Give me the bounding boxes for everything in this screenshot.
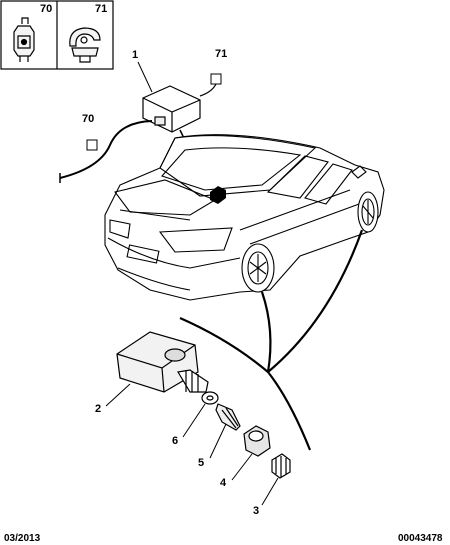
inset-panel: 70 71	[0, 0, 114, 70]
callout-3: 3	[253, 505, 259, 517]
module-location-marker	[210, 186, 226, 204]
ref-box-70	[86, 139, 98, 151]
inset-label-71: 71	[95, 3, 107, 15]
callout-1: 1	[132, 49, 138, 61]
receiver-module	[142, 85, 201, 133]
clip-71-icon	[69, 27, 101, 63]
callout-6: 6	[172, 435, 178, 447]
callout-5: 5	[198, 457, 204, 469]
leader-1	[137, 61, 153, 93]
valve-cap	[271, 453, 291, 479]
antenna-cable	[59, 120, 153, 179]
washer	[201, 391, 219, 405]
car-illustration	[104, 134, 385, 301]
callout-70: 70	[82, 113, 94, 125]
footer-date: 03/2013	[4, 533, 41, 544]
inset-label-70: 70	[40, 3, 52, 15]
callout-4: 4	[220, 477, 227, 489]
callout-2: 2	[95, 403, 101, 415]
tpms-sensor	[116, 331, 209, 393]
valve-nut	[243, 425, 271, 457]
valve-core	[215, 403, 241, 431]
sensor-location-lines	[179, 229, 364, 451]
clip-70-icon	[13, 17, 35, 62]
ref-box-71	[210, 73, 222, 85]
footer-ref: 00043478	[398, 533, 443, 544]
callout-71: 71	[215, 48, 227, 60]
